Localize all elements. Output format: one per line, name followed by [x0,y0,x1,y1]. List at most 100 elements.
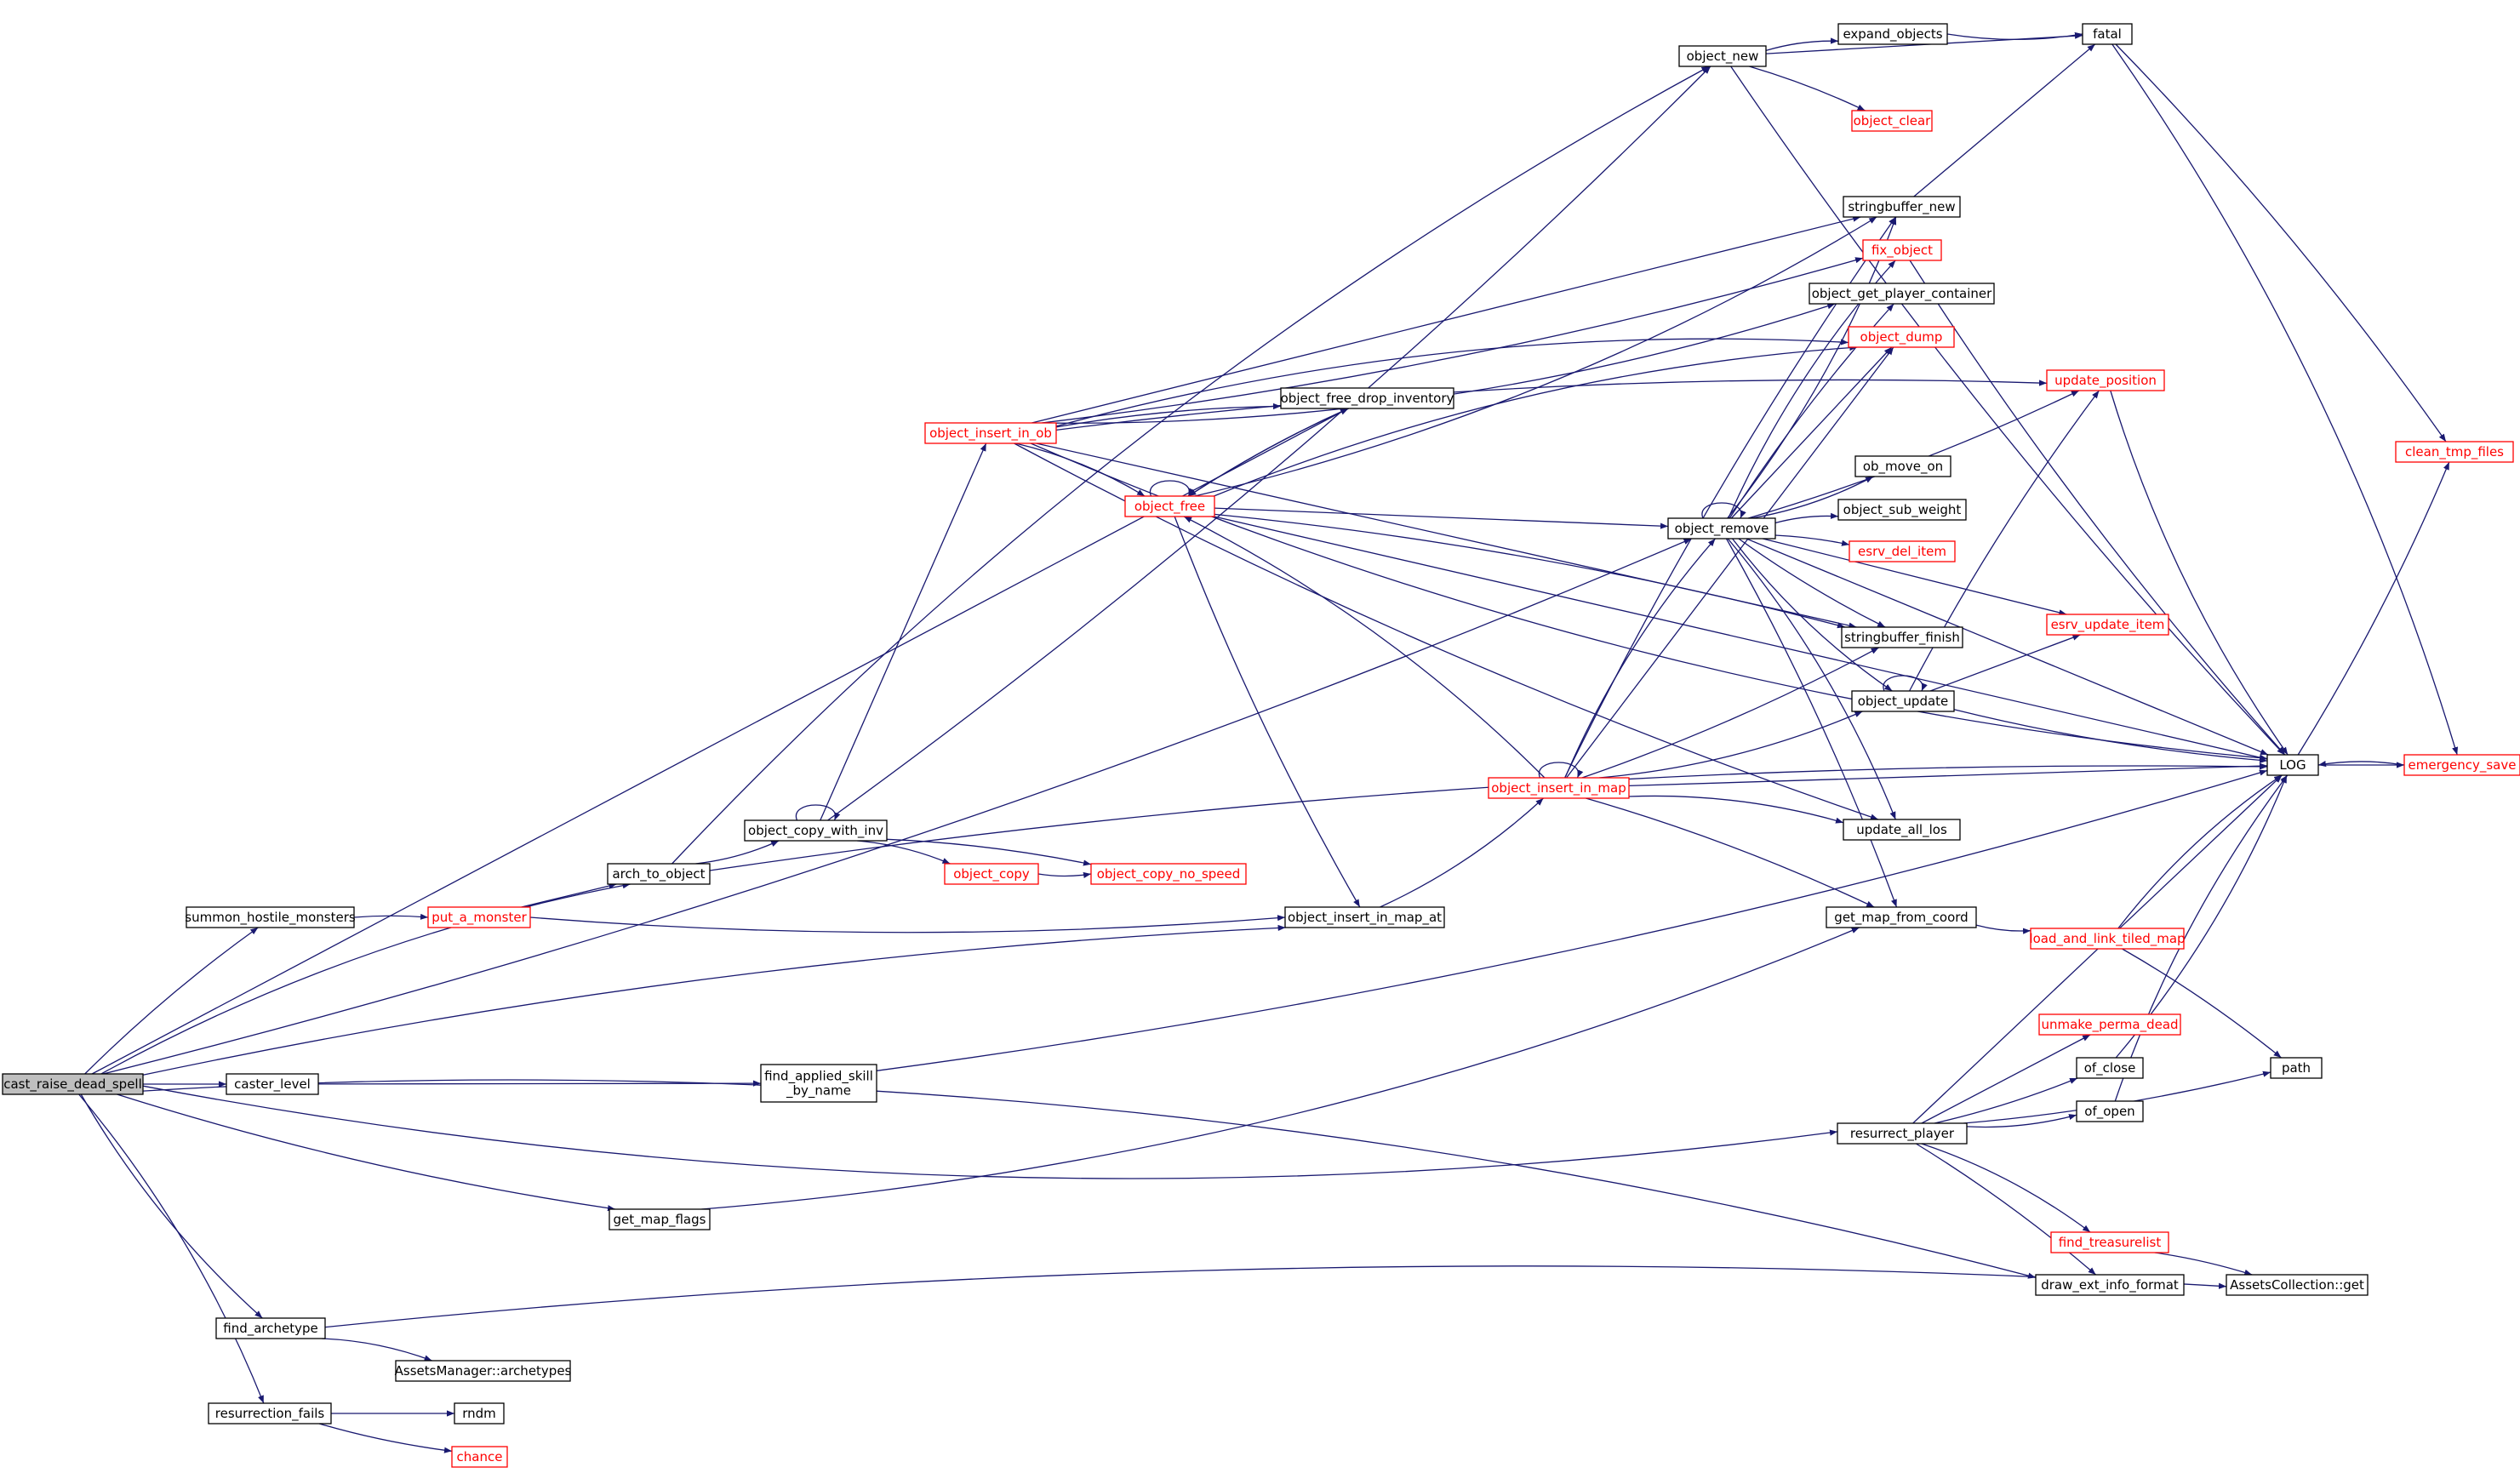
edge-object_free-to-object_free [1149,480,1195,497]
edge-cast_raise_dead_spell-to-draw_ext_info_format [142,1079,2037,1279]
node-label-emergency_save: emergency_save [2409,757,2517,774]
node-object_copy_with_inv[interactable]: object_copy_with_inv [744,819,888,842]
node-ob_move_on[interactable]: ob_move_on [1854,455,1951,477]
node-box-draw_ext_info_format [2035,1274,2185,1296]
node-object_sub_weight[interactable]: object_sub_weight [1837,499,1967,521]
node-box-find_treasurelist [2050,1231,2169,1253]
edge-resurrect_player-to-of_open [1966,1114,2077,1128]
node-find_treasurelist[interactable]: find_treasurelist [2050,1231,2169,1253]
node-label-find_applied_skill_by_name-line-1: find_applied_skill [764,1069,873,1085]
node-object_copy[interactable]: object_copy [944,863,1039,885]
node-object_new[interactable]: object_new [1678,45,1767,67]
node-update_position[interactable]: update_position [2046,369,2165,391]
node-rndm[interactable]: rndm [454,1402,505,1424]
node-box-object_free [1124,495,1215,517]
node-label-object_copy_no_speed: object_copy_no_speed [1097,866,1241,882]
node-esrv_del_item[interactable]: esrv_del_item [1849,540,1956,562]
node-fatal[interactable]: fatal [2082,23,2133,45]
node-object_free[interactable]: object_free [1124,495,1215,517]
edge-find_applied_skill_by_name-to-LOG [876,769,2268,1071]
node-AssetsCollection_get[interactable]: AssetsCollection::get [2226,1274,2369,1296]
node-AssetsManager_archetypes[interactable]: AssetsManager::archetypes [395,1360,572,1382]
edge-summon_hostile_monsters-to-put_a_monster [353,913,429,920]
node-caster_level[interactable]: caster_level [226,1073,319,1095]
edge-load_and_link_tiled_map-to-LOG [2117,774,2283,929]
edge-get_map_from_coord-to-load_and_link_tiled_map [1975,924,2031,934]
edge-fix_object-to-LOG [1909,260,2286,756]
node-label-put_a_monster: put_a_monster [431,910,527,926]
edge-object_copy_with_inv-to-object_copy_with_inv [795,804,841,821]
edge-object_insert_in_map-to-object_free [1183,516,1546,779]
node-label-summon_hostile_monsters: summon_hostile_monsters [185,910,356,926]
node-box-put_a_monster [427,906,531,928]
node-box-resurrection_fails [208,1402,332,1424]
node-label-arch_to_object: arch_to_object [612,866,705,882]
node-object_clear[interactable]: object_clear [1851,110,1933,132]
node-chance[interactable]: chance [451,1446,508,1468]
node-object_insert_in_map[interactable]: object_insert_in_map [1488,777,1630,799]
node-object_copy_no_speed[interactable]: object_copy_no_speed [1090,863,1247,885]
edge-cast_raise_dead_spell-to-resurrect_player [142,1085,1838,1179]
node-object_remove[interactable]: object_remove [1667,517,1776,540]
node-box-object_get_player_container [1809,283,1995,305]
node-resurrect_player[interactable]: resurrect_player [1837,1122,1968,1145]
node-object_insert_in_ob[interactable]: object_insert_in_ob [924,422,1057,444]
node-label-fatal: fatal [2093,26,2122,42]
node-label-esrv_del_item: esrv_del_item [1858,544,1946,560]
node-box-path [2270,1057,2323,1079]
node-load_and_link_tiled_map[interactable]: load_and_link_tiled_map [2029,928,2186,950]
node-box-object_insert_in_map_at [1284,906,1445,928]
node-of_open[interactable]: of_open [2076,1100,2144,1122]
node-object_update[interactable]: object_update [1851,690,1955,712]
node-box-chance [451,1446,508,1468]
node-label-find_treasurelist: find_treasurelist [2059,1235,2162,1251]
node-expand_objects[interactable]: expand_objects [1837,23,1948,45]
node-object_get_player_container[interactable]: object_get_player_container [1809,283,1995,305]
node-stringbuffer_finish[interactable]: stringbuffer_finish [1841,626,1963,648]
edge-update_position-to-LOG [2110,390,2289,756]
node-object_dump[interactable]: object_dump [1848,326,1955,348]
node-box-stringbuffer_finish [1841,626,1963,648]
node-label-esrv_update_item: esrv_update_item [2051,617,2165,633]
node-get_map_flags[interactable]: get_map_flags [609,1208,711,1230]
edge-LOG-to-clean_tmp_files [2297,461,2450,756]
node-object_insert_in_map_at[interactable]: object_insert_in_map_at [1284,906,1445,928]
edge-object_insert_in_map-to-stringbuffer_finish [1581,647,1879,779]
edge-resurrect_player-to-of_close [1934,1077,2078,1124]
edge-object_copy-to-object_copy_no_speed [1037,871,1092,878]
node-fix_object[interactable]: fix_object [1862,239,1942,261]
node-label-resurrect_player: resurrect_player [1850,1126,1955,1142]
node-path[interactable]: path [2270,1057,2323,1079]
node-of_close[interactable]: of_close [2076,1057,2144,1079]
node-label-object_free_drop_inventory: object_free_drop_inventory [1281,391,1454,407]
node-get_map_from_coord[interactable]: get_map_from_coord [1826,906,1977,928]
node-draw_ext_info_format[interactable]: draw_ext_info_format [2035,1274,2185,1296]
node-find_applied_skill_by_name[interactable]: find_applied_skill_by_name [760,1064,877,1103]
node-stringbuffer_new[interactable]: stringbuffer_new [1843,196,1961,218]
node-resurrection_fails[interactable]: resurrection_fails [208,1402,332,1424]
node-label-cast_raise_dead_spell: cast_raise_dead_spell [3,1076,142,1093]
edge-emergency_save-to-LOG [2317,761,2405,768]
node-cast_raise_dead_spell[interactable]: cast_raise_dead_spell [2,1073,144,1095]
node-find_archetype[interactable]: find_archetype [215,1317,326,1339]
node-LOG[interactable]: LOG [2266,754,2319,776]
node-label-AssetsManager_archetypes: AssetsManager::archetypes [395,1363,572,1379]
node-box-object_copy_with_inv [744,819,888,842]
node-emergency_save[interactable]: emergency_save [2403,754,2520,776]
node-unmake_perma_dead[interactable]: unmake_perma_dead [2038,1013,2181,1036]
edge-object_remove-to-stringbuffer_finish [1738,538,1886,628]
node-label-expand_objects: expand_objects [1843,26,1942,43]
node-summon_hostile_monsters[interactable]: summon_hostile_monsters [185,906,356,928]
edge-of_open-to-LOG [2114,774,2289,1102]
node-label-stringbuffer_new: stringbuffer_new [1848,199,1955,215]
node-update_all_los[interactable]: update_all_los [1843,819,1961,841]
node-esrv_update_item[interactable]: esrv_update_item [2046,614,2169,636]
node-object_free_drop_inventory[interactable]: object_free_drop_inventory [1280,387,1454,409]
node-put_a_monster[interactable]: put_a_monster [427,906,531,928]
edge-object_free-to-object_insert_in_map_at [1174,516,1361,908]
node-arch_to_object[interactable]: arch_to_object [607,863,711,885]
node-label-get_map_from_coord: get_map_from_coord [1834,910,1968,926]
node-box-unmake_perma_dead [2038,1013,2181,1036]
node-clean_tmp_files[interactable]: clean_tmp_files [2395,441,2514,463]
